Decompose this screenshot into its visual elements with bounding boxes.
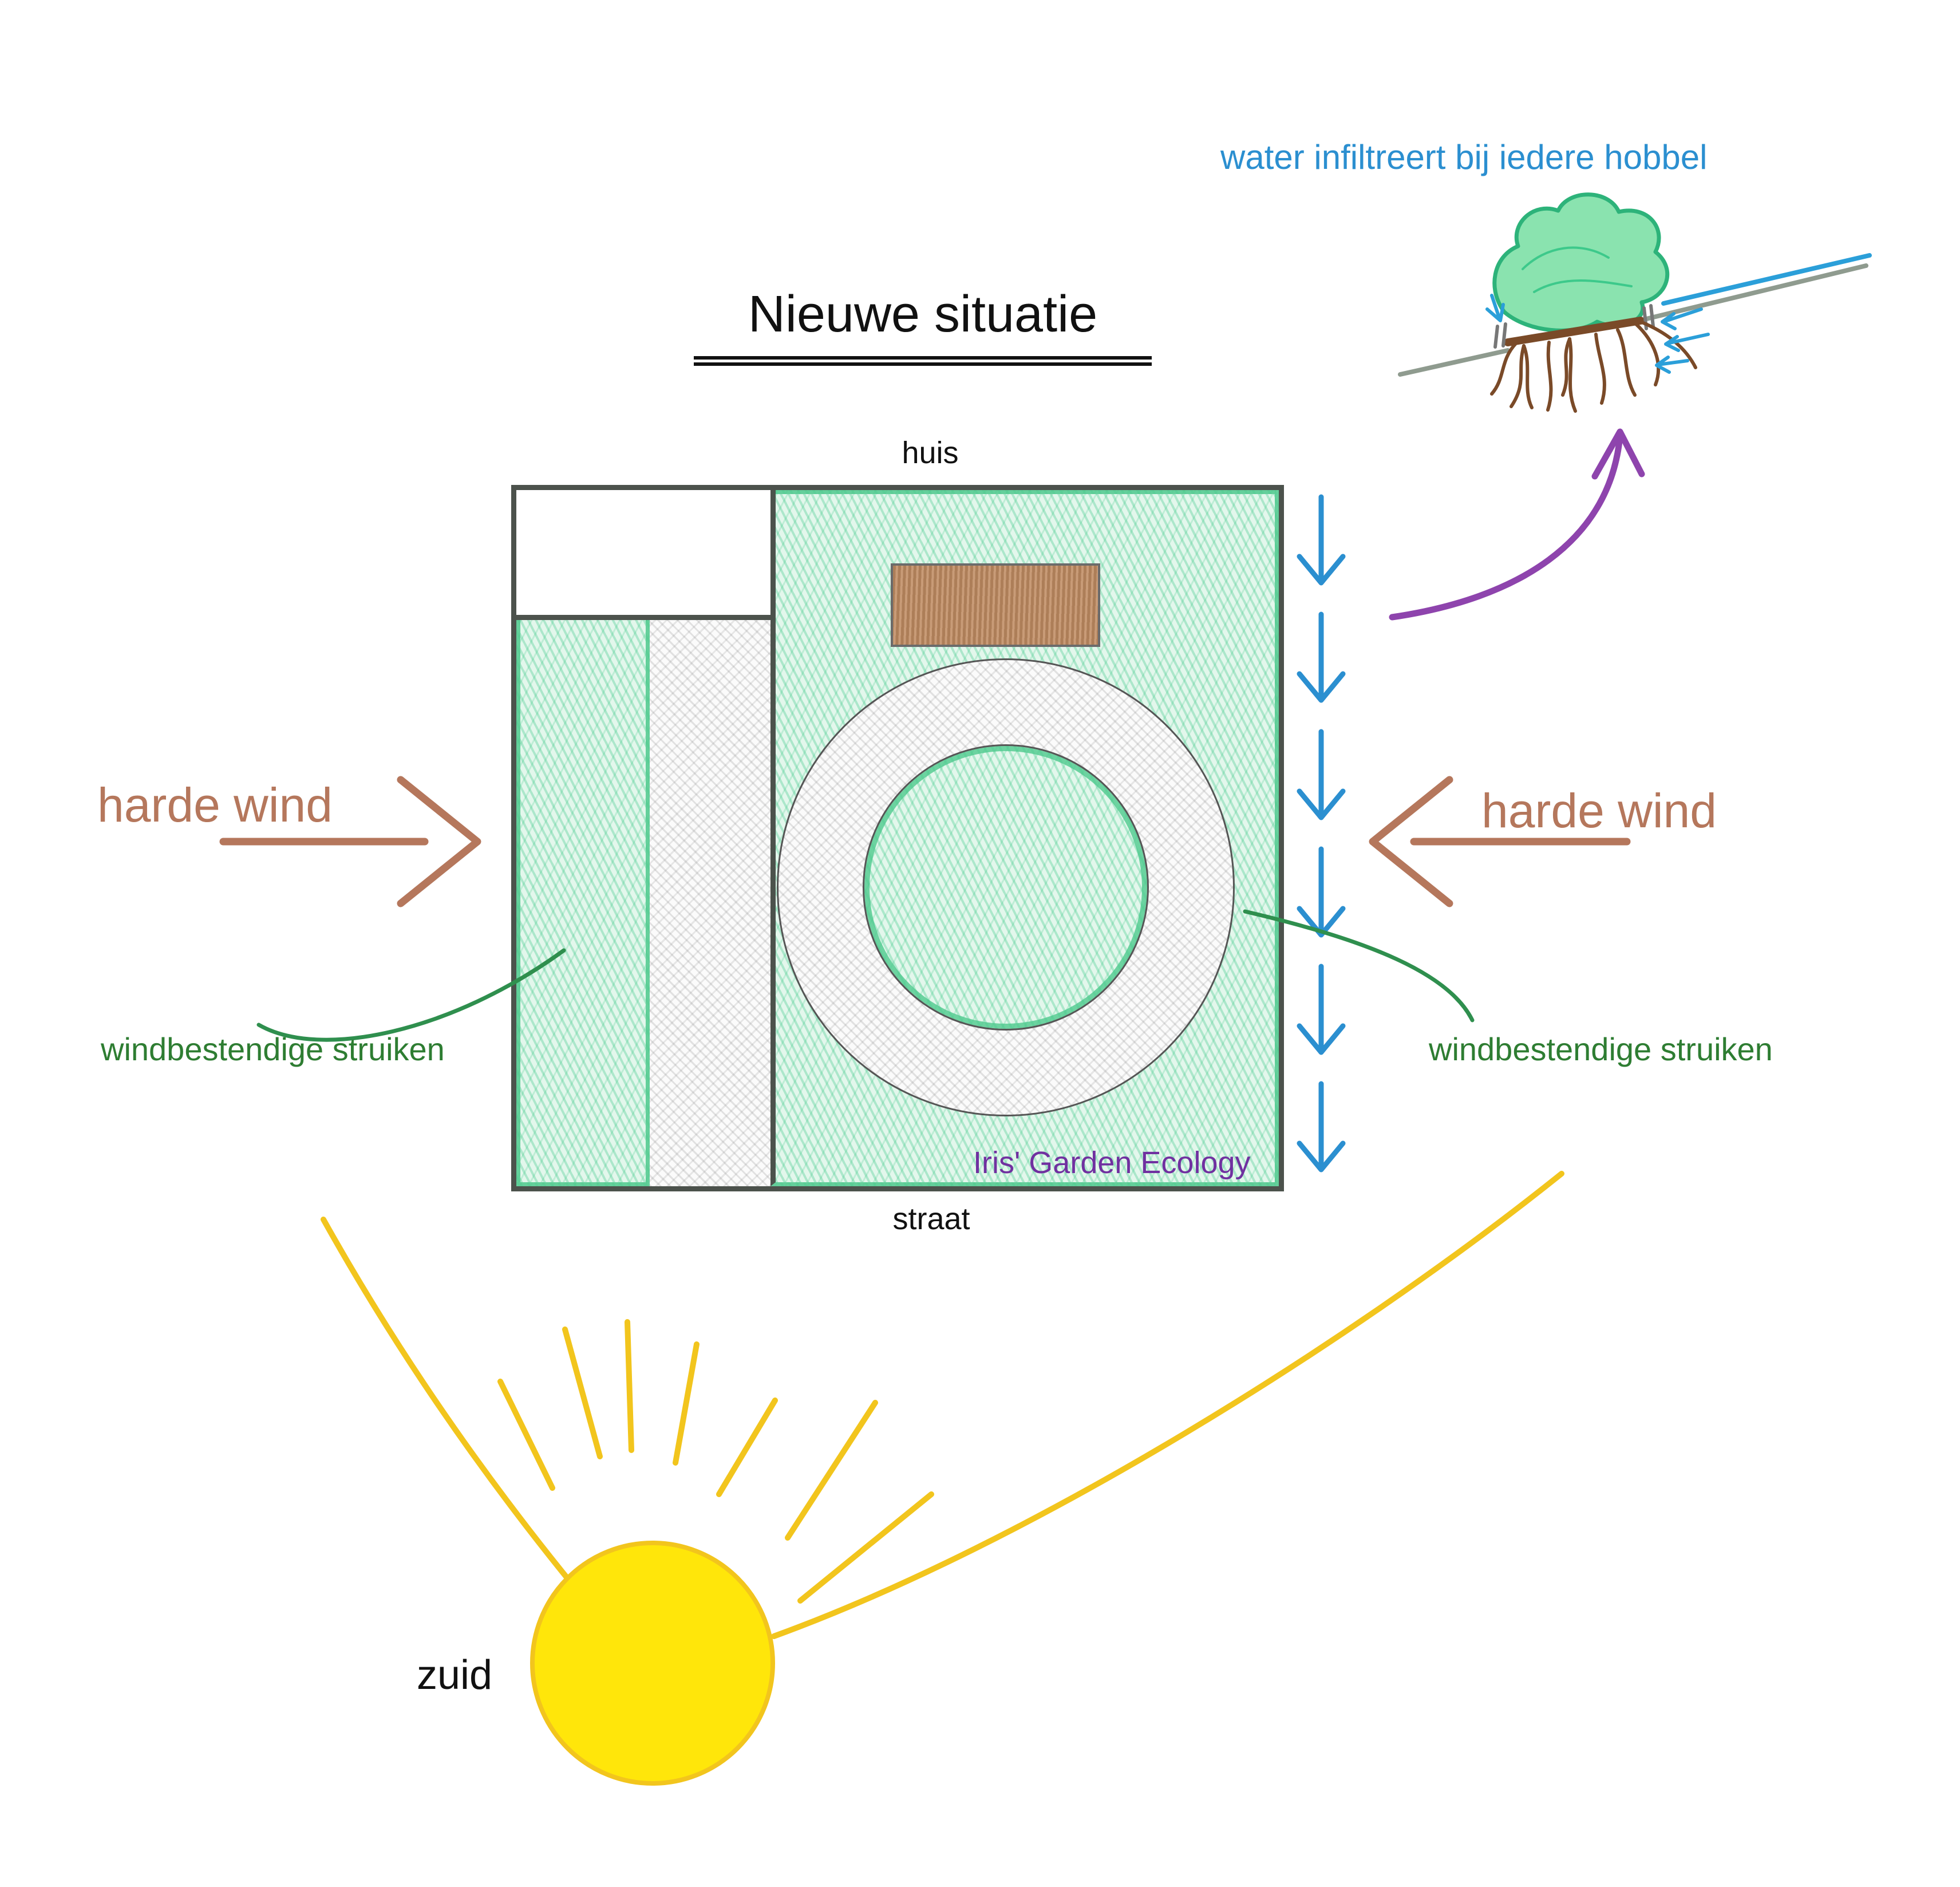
water-flow-arrows-icon [1297, 494, 1346, 1173]
water-caption: water infiltreert bij iedere hobbel [1220, 138, 1708, 176]
shrub-scribble [1522, 246, 1633, 293]
south-label: zuid [417, 1652, 493, 1698]
water-surface-line [1661, 253, 1872, 306]
planter-bar [1504, 317, 1645, 346]
shrub-icon [1492, 192, 1670, 333]
house-label: huis [902, 436, 959, 470]
credit-label: Iris' Garden Ecology [973, 1146, 1251, 1180]
bar-bracket-right [1642, 304, 1655, 330]
title-underline [694, 356, 1152, 360]
shrub-label-left: windbestendige struiken [101, 1031, 445, 1067]
sun-icon [530, 1541, 775, 1786]
street-label: straat [892, 1202, 970, 1236]
infiltration-arrows-icon [1485, 294, 1710, 374]
roots [1490, 320, 1697, 413]
ground-line-left [1398, 348, 1510, 377]
detail-arrow-icon [1389, 428, 1645, 621]
infiltration-sketch [1398, 192, 1872, 413]
sun-rays-icon [321, 1171, 1564, 1639]
wind-label-left: harde wind [97, 778, 333, 832]
bench [891, 563, 1100, 647]
bar-bracket-left [1493, 322, 1507, 349]
left-shrub-bed [516, 615, 650, 1186]
page-title: Nieuwe situatie [748, 286, 1098, 343]
circular-path [777, 658, 1235, 1116]
circle-bed [863, 744, 1149, 1031]
garden-plan [511, 485, 1284, 1191]
side-path [650, 615, 770, 1186]
house-footprint [516, 490, 776, 620]
ground-line-right [1642, 263, 1868, 322]
shrub-label-right: windbestendige struiken [1429, 1031, 1773, 1067]
wind-label-right: harde wind [1481, 784, 1717, 838]
